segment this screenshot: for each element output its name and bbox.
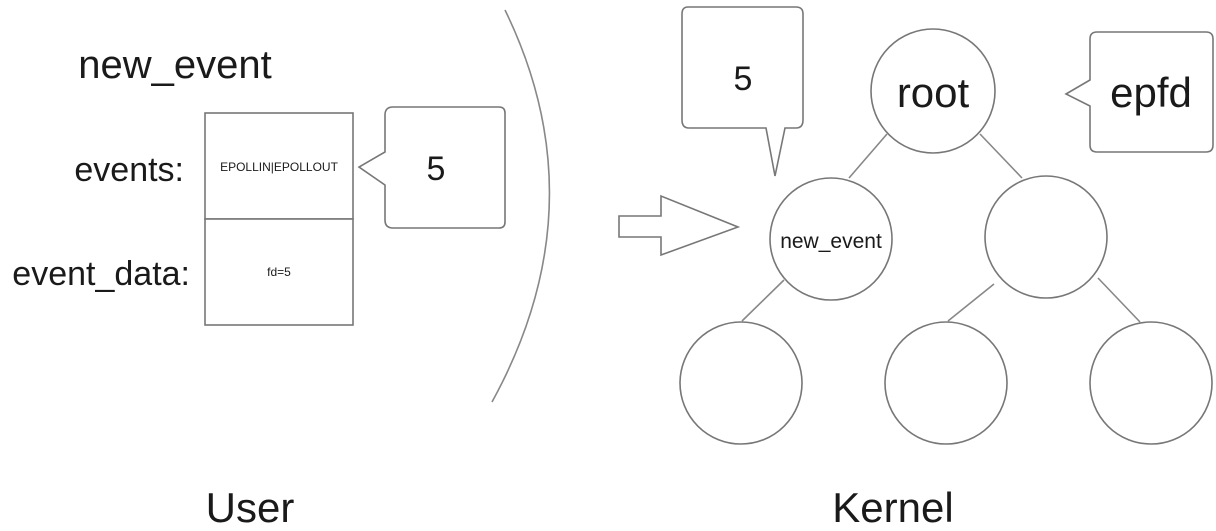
event-data-value: fd=5: [267, 265, 291, 279]
user-fd-callout-value: 5: [427, 150, 446, 188]
struct-title: new_event: [78, 43, 271, 87]
edge-new-event-leaf: [741, 279, 785, 322]
tree-node-right: [984, 175, 1108, 299]
edge-root-left: [848, 133, 888, 179]
root-node: [870, 28, 996, 154]
root-node-label: root: [897, 69, 970, 116]
edge-right-leaf-left: [947, 283, 995, 322]
tree-leaf-1: [679, 321, 803, 445]
epfd-callout-label: epfd: [1110, 69, 1192, 116]
user-section-label: User: [206, 484, 295, 531]
new-event-node-label: new_event: [780, 230, 882, 253]
user-kernel-boundary: [491, 9, 551, 403]
events-label: events:: [74, 151, 184, 189]
epfd-callout: [1064, 31, 1214, 153]
new-event-node: [769, 177, 893, 301]
tree-leaf-3: [1089, 321, 1213, 445]
event-data-label: event_data:: [12, 255, 190, 293]
edge-root-right: [979, 133, 1023, 179]
user-fd-callout: [357, 106, 506, 229]
kernel-section-label: Kernel: [832, 484, 953, 531]
transfer-arrow-icon: [618, 194, 741, 257]
kernel-fd-callout-value: 5: [734, 60, 753, 98]
events-field-box: [204, 112, 354, 220]
tree-leaf-2: [884, 321, 1008, 445]
events-value: EPOLLIN|EPOLLOUT: [220, 160, 338, 174]
event-data-field-box: [204, 218, 354, 326]
kernel-fd-callout: [681, 6, 804, 177]
edge-right-leaf-right: [1097, 277, 1141, 323]
